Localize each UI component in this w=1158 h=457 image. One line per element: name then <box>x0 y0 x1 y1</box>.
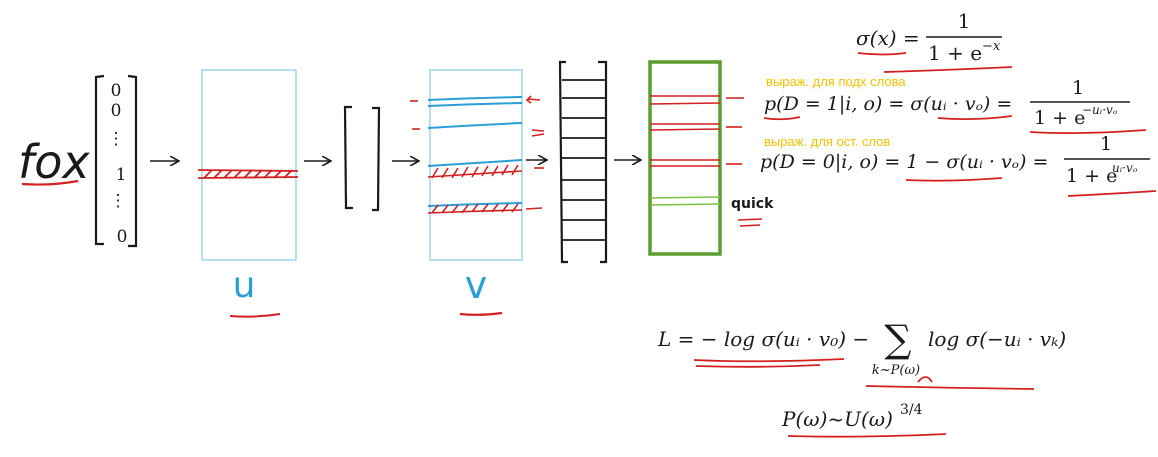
negative-underlines <box>905 177 1157 197</box>
sigmoid-lhs: σ(x) = <box>856 26 920 50</box>
scores-right-bracket <box>598 60 608 264</box>
positive-lhs: p(D = 1|i, o) = σ(uᵢ · vₒ) = <box>764 93 1012 115</box>
loss-rhs: log σ(−uᵢ · vₖ) <box>928 327 1066 351</box>
positive-exponent: −uᵢ·vₒ <box>1082 103 1118 117</box>
v-highlighted-rows <box>410 95 545 214</box>
formula-loss: L = − log σ(uᵢ · v₀) − ∑ k~P(ω) log σ(−u… <box>657 317 1066 378</box>
vector-entry: 0 <box>117 227 128 247</box>
matrix-u <box>201 69 297 261</box>
vector-right-bracket <box>127 74 138 248</box>
positive-sample-rows <box>649 196 721 206</box>
word-fox: fox <box>18 135 90 189</box>
vector-entry: 1 <box>116 165 127 185</box>
u-highlighted-row <box>197 169 299 179</box>
matrix-v-label: v <box>465 263 488 307</box>
negative-denominator: 1 + e <box>1066 165 1117 187</box>
hidden-left-bracket <box>343 105 353 210</box>
sigmoid-denominator: 1 + e <box>928 41 982 65</box>
vector-entry: ⋮ <box>110 191 127 211</box>
v-label-underline <box>459 311 503 316</box>
vector-entry: ⋮ <box>108 129 125 149</box>
negative-exponent: uᵢ·vₒ <box>1112 161 1138 175</box>
negative-lhs: p(D = 0|i, o) = 1 − σ(uᵢ · vₒ) = <box>760 151 1048 173</box>
loss-lhs: L = − log σ(uᵢ · v₀) − <box>657 327 869 351</box>
positive-underlines <box>763 115 1147 135</box>
quick-underline <box>737 218 763 227</box>
positive-denominator: 1 + e <box>1034 107 1085 129</box>
scores-rows <box>562 79 606 241</box>
loss-underlines <box>693 358 1035 390</box>
sigmoid-numerator: 1 <box>958 9 971 33</box>
note-positive: выраж. для подх слова <box>766 74 906 89</box>
positive-numerator: 1 <box>1072 77 1084 99</box>
hidden-right-bracket <box>372 106 381 212</box>
sigmoid-output-box <box>648 60 722 256</box>
note-negative: выраж. для ост. слов <box>764 134 890 149</box>
sigmoid-underlines <box>857 52 1013 73</box>
one-hot-vector: 0 0 ⋮ 1 ⋮ 0 <box>108 81 128 247</box>
u-label-underline <box>229 313 281 318</box>
v-rows <box>427 96 523 207</box>
vector-entry: 0 <box>111 81 122 101</box>
formula-positive: p(D = 1|i, o) = σ(uᵢ · vₒ) = 1 1 + e −uᵢ… <box>764 77 1130 129</box>
negative-sample-rows <box>649 95 744 167</box>
matrix-u-label: u <box>233 265 256 306</box>
loss-sum: ∑ <box>884 317 911 361</box>
formula-noise-distribution: P(ω)~U(ω) 3/4 <box>781 402 923 431</box>
scores-left-bracket <box>558 60 568 264</box>
formula-negative: p(D = 0|i, o) = 1 − σ(uᵢ · vₒ) = 1 1 + e… <box>760 133 1150 187</box>
vector-entry: 0 <box>111 101 122 121</box>
distribution-lhs: P(ω)~U(ω) <box>781 407 893 431</box>
loss-sum-subscript: k~P(ω) <box>872 363 920 378</box>
vector-left-bracket <box>94 74 105 246</box>
tag-quick: quick <box>731 196 774 212</box>
sigmoid-exponent: −x <box>982 39 1001 54</box>
distribution-exponent: 3/4 <box>900 402 923 418</box>
formula-sigmoid: σ(x) = 1 1 + e −x <box>856 9 1002 65</box>
negative-numerator: 1 <box>1100 133 1112 155</box>
fox-underline <box>21 179 79 186</box>
distribution-underline <box>787 433 947 438</box>
